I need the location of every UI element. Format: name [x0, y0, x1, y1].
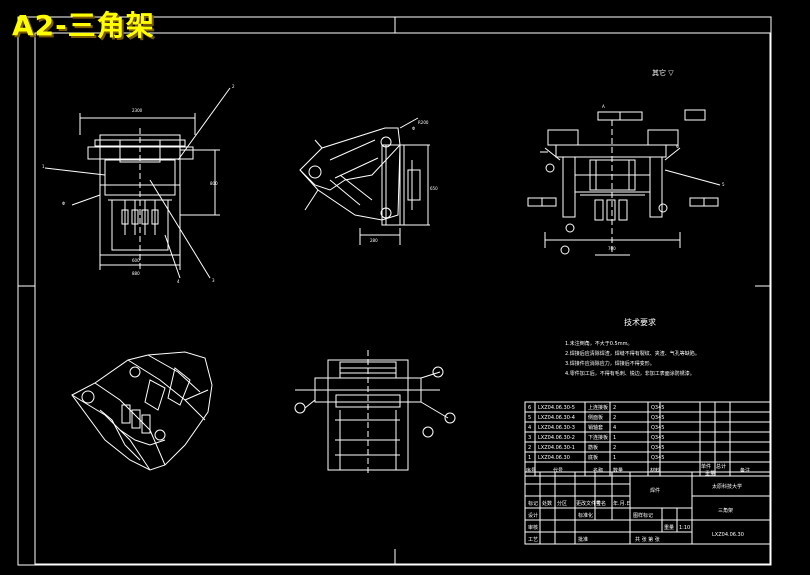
mark-label: 图样标记	[633, 512, 653, 519]
svg-text:A: A	[602, 104, 605, 109]
svg-text:800: 800	[210, 181, 218, 186]
bom-no: 6	[528, 405, 531, 411]
bom-material: Q345	[651, 445, 664, 451]
roughness-text: 其它 ▽	[652, 68, 674, 77]
isometric-view	[71, 351, 213, 471]
col-change: 更改文件号	[576, 500, 601, 507]
tech-item-4: 4.零件加工后，不得有毛刺、锐边，非加工表面涂防锈漆。	[565, 370, 695, 377]
svg-text:280: 280	[370, 238, 378, 243]
drawing-name: 三角架	[718, 507, 733, 514]
scale-value: 1:10	[679, 525, 690, 531]
bom-name: 侧面板	[588, 414, 603, 421]
svg-text:Φ: Φ	[412, 126, 415, 131]
svg-text:2: 2	[232, 84, 235, 89]
svg-text:880: 880	[132, 271, 140, 276]
bom-material: Q345	[651, 415, 664, 421]
bom-name: 上连接板	[588, 404, 608, 411]
drawing-title: A2-三角架	[12, 9, 155, 42]
svg-text:Φ: Φ	[676, 144, 679, 149]
svg-text:4: 4	[177, 279, 180, 284]
col-date: 年.月.日	[613, 500, 631, 507]
bom-no: 3	[528, 435, 531, 441]
bom-header-total: 总计	[716, 463, 726, 470]
sheet-label: 共 张 第 张	[635, 536, 660, 543]
bom-qty: 1	[613, 455, 616, 461]
svg-text:650: 650	[430, 186, 438, 191]
tech-heading: 技术要求	[624, 317, 656, 327]
tech-item-3: 3.焊接件应消除应力，焊接后不得变形。	[565, 360, 655, 367]
bom-material: Q345	[651, 425, 664, 431]
drawing-border	[17, 16, 772, 566]
row-design: 设计	[528, 512, 538, 519]
school-name: 太原科技大学	[712, 483, 742, 490]
bom-name: 销轴套	[588, 424, 603, 431]
tech-item-2: 2.焊接后应清除焊渣，焊缝不得有裂纹、夹渣、气孔等缺陷。	[565, 350, 700, 357]
bom-name: 筋板	[588, 444, 598, 451]
drawing-number: LXZ04.06.30	[712, 532, 744, 538]
front-view	[44, 87, 231, 279]
section-view	[527, 109, 721, 256]
col-zone: 分区	[557, 500, 567, 507]
weight-label: 重量	[664, 524, 674, 531]
std-label: 标准化	[578, 512, 593, 519]
svg-text:R200: R200	[418, 120, 429, 125]
bom-code: LXZ04.06.30-3	[538, 425, 575, 431]
top-view	[294, 350, 456, 475]
svg-text:600: 600	[132, 258, 140, 263]
svg-text:5: 5	[722, 182, 725, 187]
bom-name: 下连接板	[588, 434, 608, 441]
bom-no: 2	[528, 445, 531, 451]
bom-header-no: 序号	[526, 467, 536, 474]
bom-no: 5	[528, 415, 531, 421]
bom-qty: 4	[613, 425, 616, 431]
approve-label: 批准	[578, 536, 588, 543]
bom-material: Q345	[651, 405, 664, 411]
bom-code: LXZ04.06.30-4	[538, 415, 575, 421]
bom-code: LXZ04.06.30	[538, 455, 570, 461]
bom-no: 4	[528, 425, 531, 431]
title-block	[524, 471, 771, 545]
bom-header-note: 备注	[740, 467, 750, 474]
bom-no: 1	[528, 455, 531, 461]
svg-text:3: 3	[212, 278, 215, 283]
svg-text:2300: 2300	[132, 108, 143, 113]
side-view	[299, 117, 430, 245]
bom-header-single: 单件	[701, 463, 711, 470]
bom-code: LXZ04.06.30-2	[538, 435, 575, 441]
bom-material: Q345	[651, 435, 664, 441]
bom-header-code: 代号	[553, 467, 563, 474]
bom-qty: 2	[613, 445, 616, 451]
bom-header-name: 名称	[593, 467, 603, 474]
tech-requirements: 技术要求 1.未注倒角，不大于0.5mm。 2.焊接后应清除焊渣，焊缝不得有裂纹…	[565, 317, 700, 377]
bom-qty: 2	[613, 405, 616, 411]
col-sign: 签名	[596, 500, 606, 507]
bom-qty: 1	[613, 435, 616, 441]
bom-header-qty: 数量	[613, 467, 623, 474]
svg-text:1: 1	[42, 164, 45, 169]
row-process: 工艺	[528, 537, 538, 543]
roughness-note: 其它 ▽	[652, 68, 674, 77]
col-count: 处数	[542, 500, 552, 507]
bom-qty: 2	[613, 415, 616, 421]
svg-text:Φ: Φ	[62, 201, 65, 206]
row-review: 审核	[528, 524, 538, 531]
bom-header-weight: 重量	[705, 470, 715, 477]
tech-item-1: 1.未注倒角，不大于0.5mm。	[565, 340, 632, 347]
bom-code: LXZ04.06.30-5	[538, 405, 575, 411]
row-mark: 标记	[528, 500, 538, 507]
bom-material: Q345	[651, 455, 664, 461]
svg-text:700: 700	[608, 246, 616, 251]
part-label: 焊件	[650, 487, 660, 494]
bom-header-material: 材料	[650, 467, 660, 474]
bom-code: LXZ04.06.30-1	[538, 445, 575, 451]
bom-name: 底板	[588, 454, 598, 461]
